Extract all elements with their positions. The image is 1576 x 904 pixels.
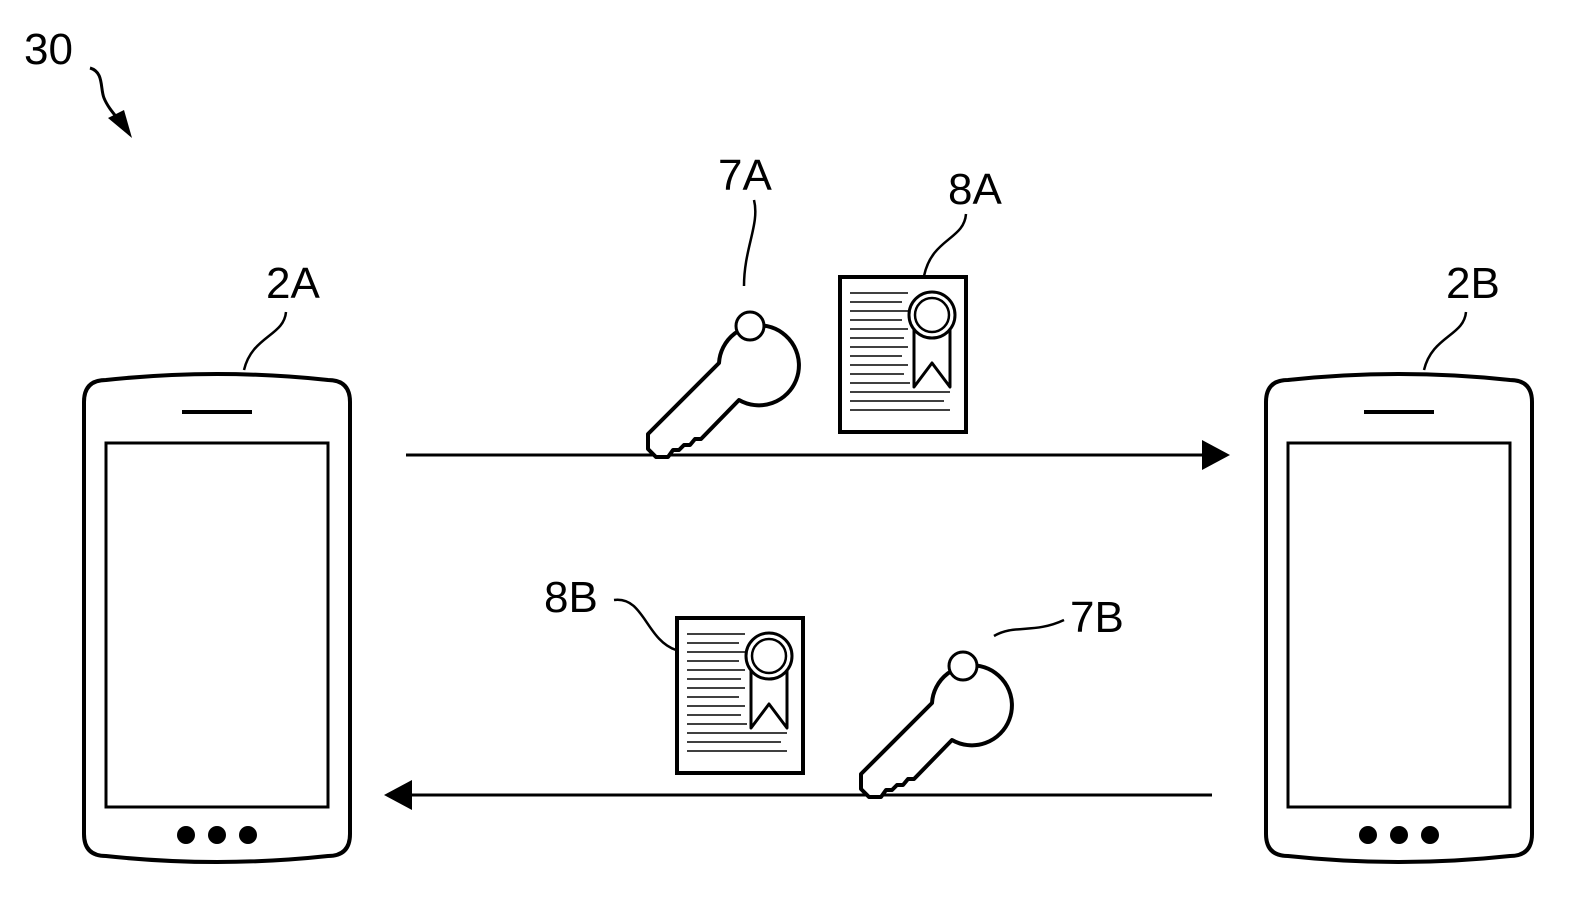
leader-cert-8a bbox=[922, 213, 968, 277]
label-key-7b: 7B bbox=[1070, 593, 1124, 642]
key-7b bbox=[859, 650, 1014, 799]
certificate-8a bbox=[838, 275, 968, 434]
leader-device-2a bbox=[242, 311, 288, 371]
smartphone-icon bbox=[82, 372, 352, 864]
label-key-7a: 7A bbox=[718, 151, 772, 200]
label-system: 30 bbox=[24, 25, 73, 74]
leader-key-7a bbox=[742, 199, 757, 287]
label-cert-8b: 8B bbox=[544, 573, 598, 622]
system-leader-arrowhead bbox=[108, 110, 132, 138]
key-7a bbox=[646, 310, 801, 459]
leader-device-2b bbox=[1422, 311, 1468, 371]
certificate-icon bbox=[838, 275, 968, 434]
arrowhead-b-to-a bbox=[384, 780, 412, 810]
label-device-2a: 2A bbox=[266, 259, 320, 308]
label-device-2b: 2B bbox=[1446, 259, 1500, 308]
certificate-8b bbox=[675, 616, 805, 775]
device-2a bbox=[82, 372, 352, 864]
label-cert-8a: 8A bbox=[948, 165, 1002, 214]
key-icon bbox=[859, 650, 1014, 799]
arrowhead-a-to-b bbox=[1202, 440, 1230, 470]
certificate-icon bbox=[675, 616, 805, 775]
key-icon bbox=[646, 310, 801, 459]
leader-key-7b bbox=[993, 618, 1065, 638]
smartphone-icon bbox=[1264, 372, 1534, 864]
leader-cert-8b bbox=[613, 598, 677, 652]
device-2b bbox=[1264, 372, 1534, 864]
